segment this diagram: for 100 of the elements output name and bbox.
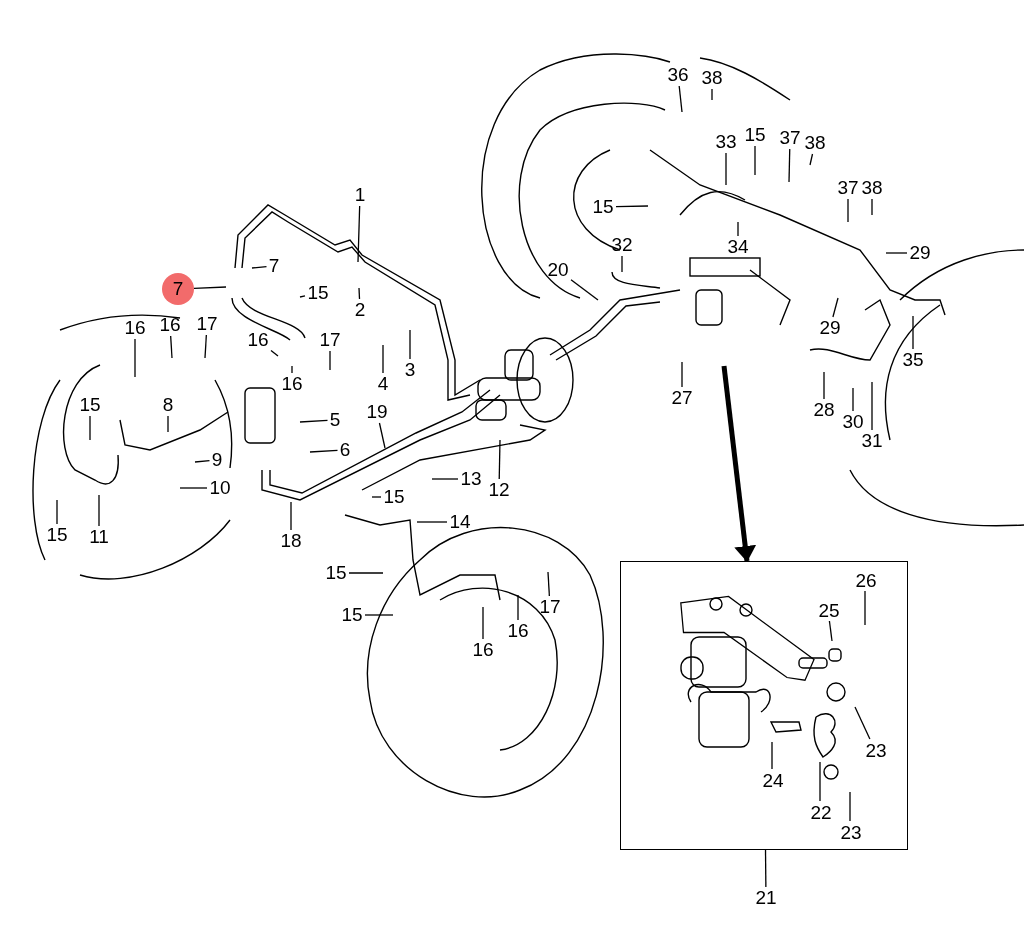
leader-line — [348, 572, 384, 574]
leader-line — [204, 334, 207, 359]
callout-number: 15 — [744, 124, 766, 146]
leader-line — [56, 499, 58, 525]
leader-line — [754, 145, 756, 176]
leader-line — [416, 521, 448, 523]
leader-line — [711, 88, 713, 101]
callout-number: 3 — [404, 359, 416, 381]
callout-number: 29 — [819, 317, 841, 339]
leader-line — [849, 791, 851, 822]
leader-line — [570, 279, 599, 301]
callout-number: 22 — [810, 802, 832, 824]
callout-number: 29 — [909, 242, 931, 264]
leader-line — [378, 422, 386, 449]
callout-number: 23 — [840, 822, 862, 844]
callout-number: 30 — [842, 411, 864, 433]
leader-line — [482, 606, 484, 640]
leader-line — [290, 501, 292, 531]
leader-line — [299, 295, 306, 298]
leader-line — [358, 287, 361, 300]
callout-number: 2 — [354, 299, 366, 321]
callout-number: 27 — [671, 387, 693, 409]
leader-line — [371, 496, 382, 498]
callout-number: 4 — [377, 373, 389, 395]
leader-line — [270, 349, 279, 357]
callout-number: 23 — [865, 740, 887, 762]
leader-line — [615, 205, 649, 208]
leader-line — [547, 571, 550, 597]
callout-number: 13 — [460, 468, 482, 490]
callout-number: 17 — [539, 596, 561, 618]
leader-line — [852, 387, 854, 412]
leader-line — [737, 221, 739, 237]
callout-number: 33 — [715, 131, 737, 153]
callout-number: 38 — [861, 177, 883, 199]
leader-line — [809, 153, 814, 166]
leader-line — [431, 478, 459, 480]
leader-line — [517, 594, 519, 621]
callout-number: 18 — [280, 530, 302, 552]
leader-line — [771, 741, 773, 770]
leader-line — [309, 449, 339, 453]
leader-line — [167, 415, 169, 433]
callout-number: 15 — [592, 196, 614, 218]
leader-line — [251, 266, 268, 269]
leader-line — [89, 415, 91, 441]
leader-line — [382, 344, 384, 374]
leader-line — [885, 252, 908, 254]
callout-number: 16 — [124, 317, 146, 339]
callout-number: 9 — [211, 449, 223, 471]
leader-line — [291, 365, 293, 374]
callout-number: 38 — [701, 67, 723, 89]
callout-number: 16 — [281, 373, 303, 395]
leader-line — [819, 761, 821, 802]
callout-number: 10 — [209, 477, 231, 499]
callout-number: 32 — [611, 234, 633, 256]
callout-number: 36 — [667, 64, 689, 86]
callout-number: 1 — [354, 184, 366, 206]
callout-number: 34 — [727, 236, 749, 258]
leader-line — [179, 487, 208, 489]
leader-line — [498, 439, 501, 480]
leader-line — [912, 315, 914, 350]
leader-line — [828, 620, 833, 642]
callout-number: 14 — [449, 511, 471, 533]
callout-number: 15 — [341, 604, 363, 626]
leader-line — [299, 419, 329, 423]
leader-line — [681, 361, 683, 388]
callout-number: 16 — [159, 314, 181, 336]
callout-number: 15 — [325, 562, 347, 584]
callout-number: 38 — [804, 132, 826, 154]
callout-number: 24 — [762, 770, 784, 792]
leader-line — [409, 329, 411, 360]
callout-number: 8 — [162, 394, 174, 416]
callout-number: 17 — [196, 313, 218, 335]
leader-line — [678, 85, 683, 113]
callout-number: 16 — [507, 620, 529, 642]
leader-line — [194, 460, 211, 463]
leader-line — [871, 381, 873, 431]
leader-line — [329, 350, 331, 371]
leader-line — [871, 198, 873, 216]
callout-number: 37 — [837, 177, 859, 199]
callout-number: 16 — [472, 639, 494, 661]
callout-number: 16 — [247, 329, 269, 351]
callout-number: 28 — [813, 399, 835, 421]
callout-number: 21 — [755, 887, 777, 909]
callout-number: 20 — [547, 259, 569, 281]
leader-line — [823, 371, 825, 400]
callout-number: 25 — [818, 600, 840, 622]
leader-line — [725, 152, 727, 186]
pointer-arrow — [721, 365, 757, 562]
leader-line — [170, 335, 173, 359]
callout-number: 11 — [89, 526, 109, 548]
leader-line — [847, 198, 849, 223]
leader-line — [134, 338, 136, 378]
callout-number: 15 — [307, 282, 329, 304]
leader-line — [621, 255, 623, 273]
callout-number: 7 — [268, 255, 280, 277]
callout-number: 15 — [383, 486, 405, 508]
callout-number: 17 — [319, 329, 341, 351]
leader-line — [788, 148, 791, 183]
callout-number: 15 — [79, 394, 101, 416]
callout-number: 12 — [488, 479, 510, 501]
